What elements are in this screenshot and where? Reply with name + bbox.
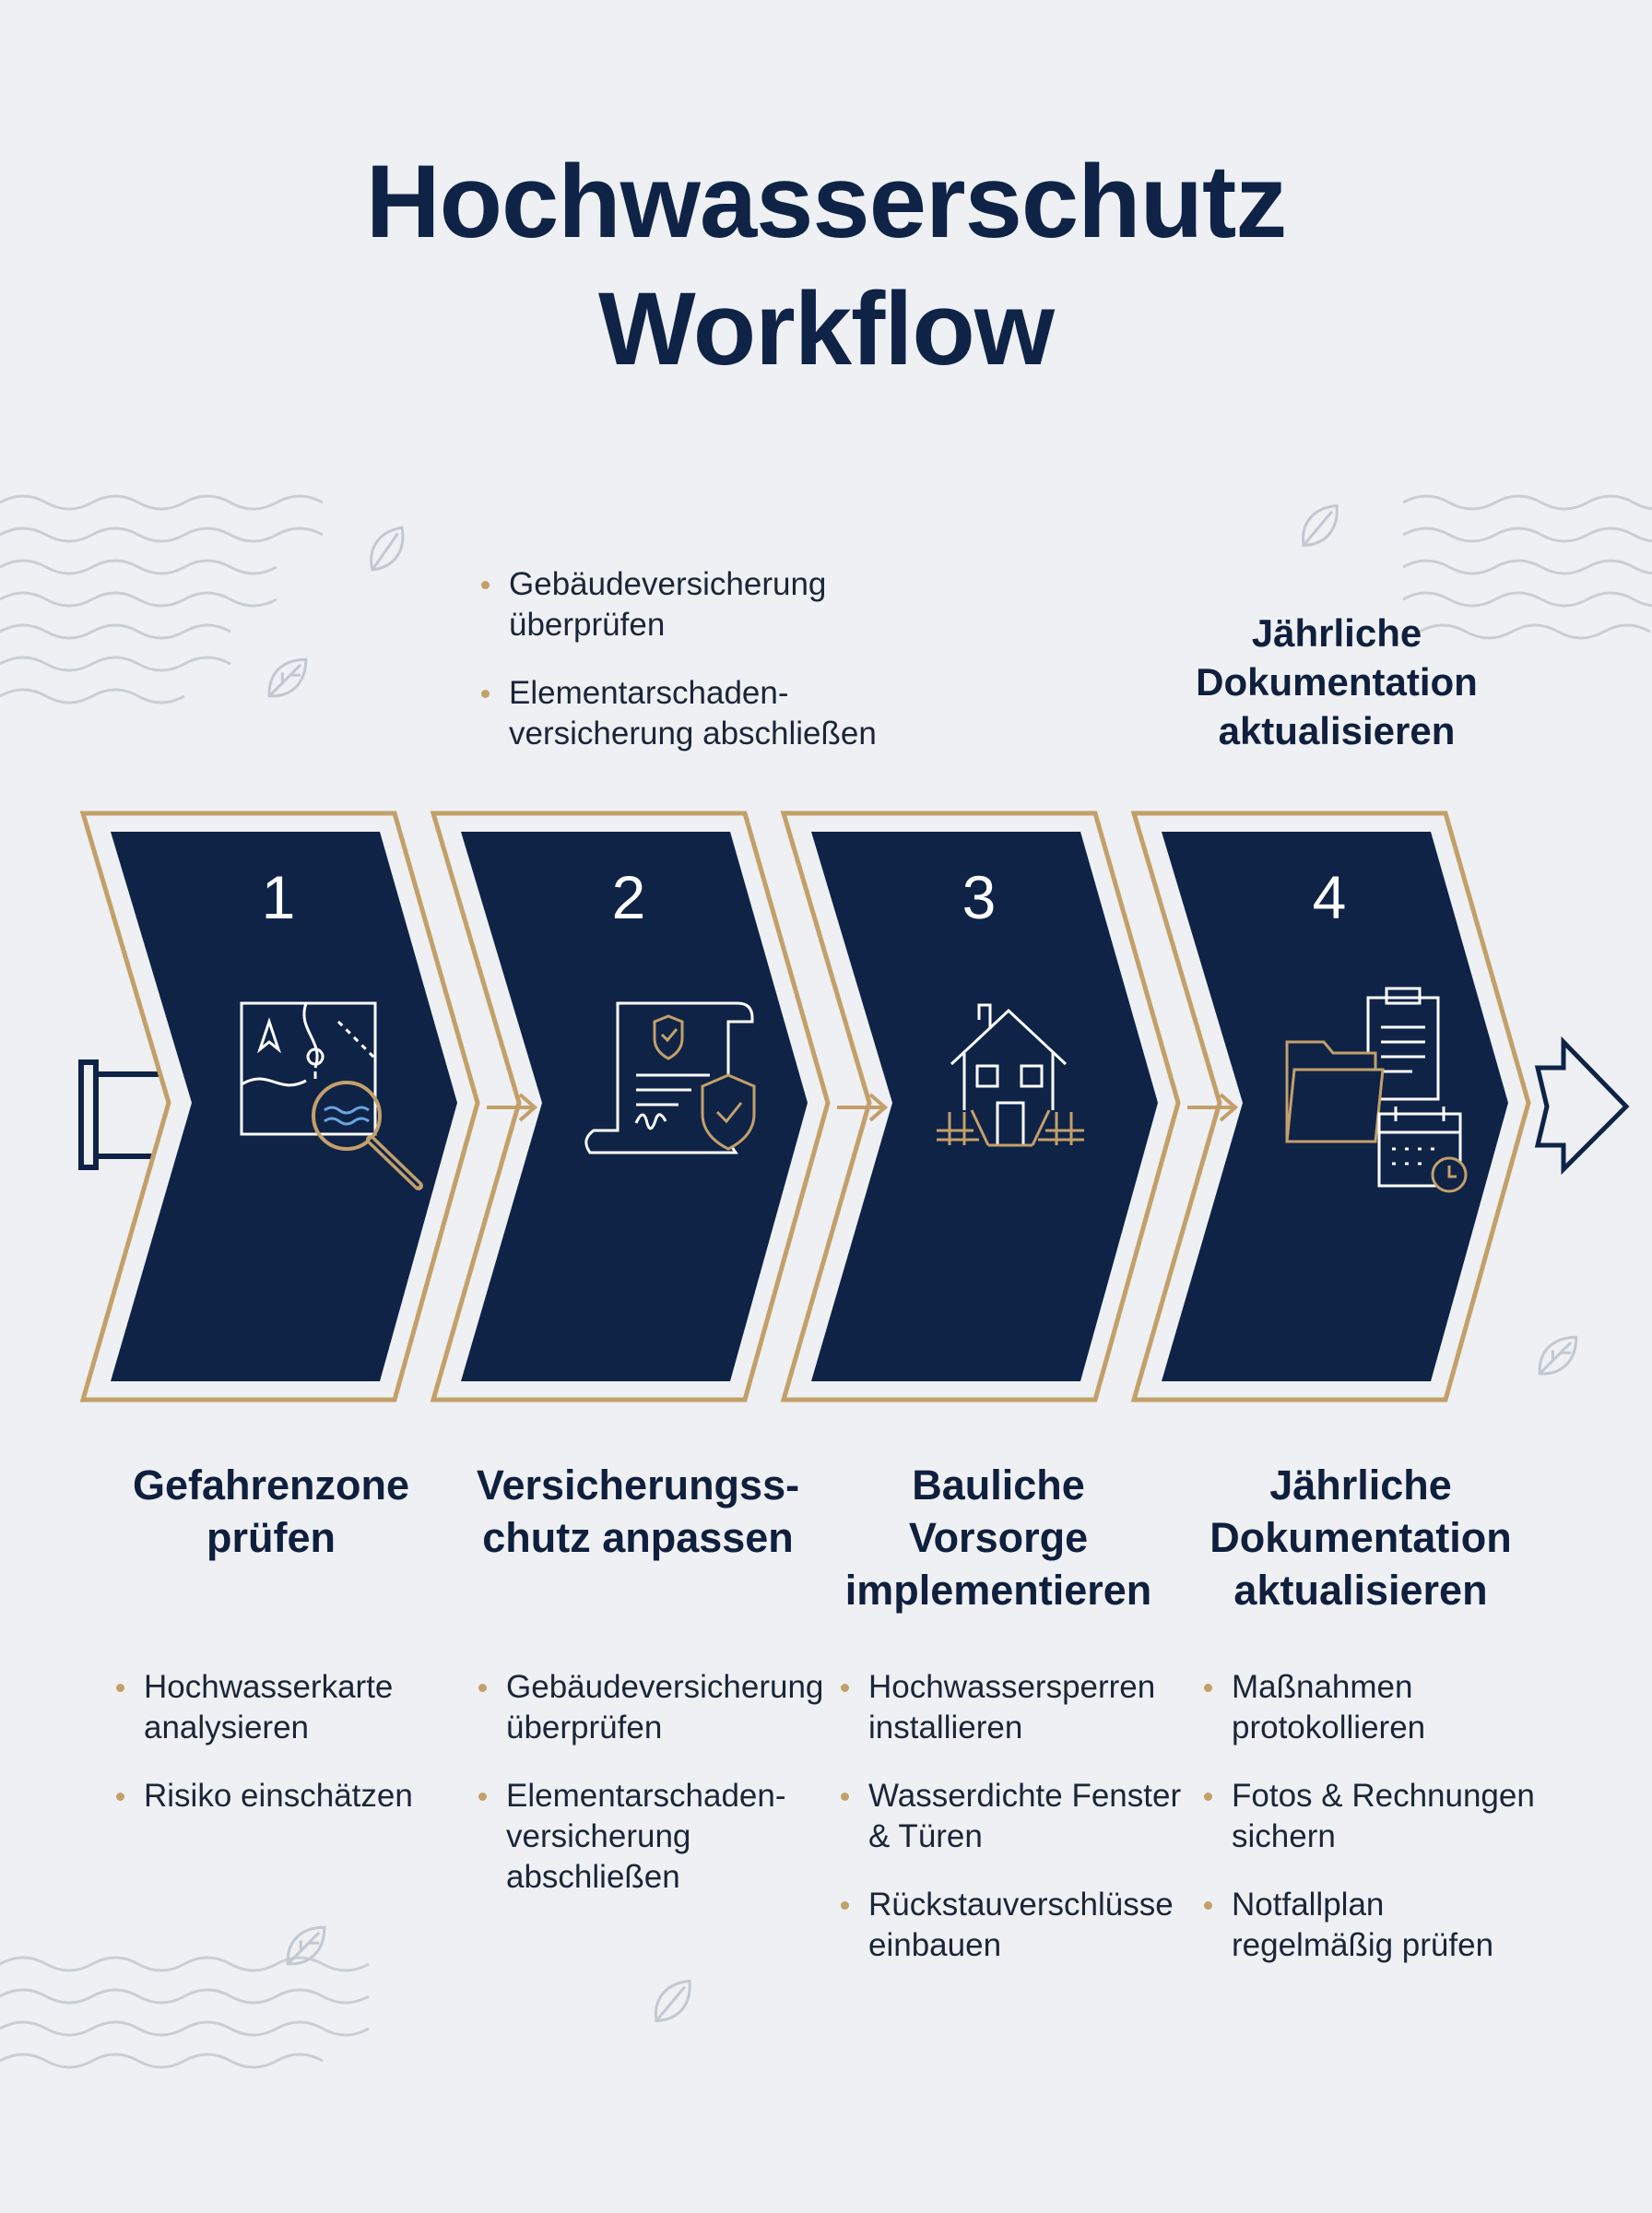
step-bullet: Notfallplan regelmäßig prüfen xyxy=(1202,1885,1552,1966)
step-bullets-4: Maßnahmen protokollieren Fotos & Rechnun… xyxy=(1202,1667,1552,1994)
exit-arrow-icon xyxy=(1534,1035,1630,1176)
flood-map-search-icon xyxy=(240,1001,423,1190)
step-heading-1: Gefahrenzone prüfen xyxy=(96,1459,446,1564)
step-bullet: Fotos & Rechnungen sichern xyxy=(1202,1776,1552,1857)
top-annotation-bullet: Elementarschaden-versicherung abschließe… xyxy=(479,673,903,754)
step-heading-2: Versicherungss- chutz anpassen xyxy=(463,1459,813,1564)
step-bullet: Risiko einschätzen xyxy=(114,1776,465,1817)
step-heading-line: chutz anpassen xyxy=(482,1514,794,1561)
top-annotation-bullet: Gebäudeversicherung überprüfen xyxy=(479,564,903,645)
step-bullet: Hochwassersperren installieren xyxy=(839,1667,1189,1748)
step-heading-line: Dokumentation xyxy=(1210,1514,1512,1561)
step-heading-line: prüfen xyxy=(206,1514,336,1561)
step-number-4: 4 xyxy=(1312,863,1347,931)
step-bullet: Wasserdichte Fenster & Türen xyxy=(839,1776,1189,1857)
top-heading-line: Jährliche xyxy=(1251,611,1422,655)
title-line-1: Hochwasserschutz xyxy=(365,144,1288,259)
step-bullet: Rückstauverschlüsse einbauen xyxy=(839,1885,1189,1966)
top-heading-line: aktualisieren xyxy=(1218,709,1456,752)
step-number-1: 1 xyxy=(261,863,296,931)
step-heading-line: aktualisieren xyxy=(1233,1567,1488,1614)
wave-lines-top-right xyxy=(1402,494,1652,640)
step-bullet: Gebäudeversicherung überprüfen xyxy=(477,1667,827,1748)
step-bullets-2: Gebäudeversicherung überprüfen Elementar… xyxy=(477,1667,827,1925)
leaf-icons xyxy=(267,503,1578,2022)
step-bullets-3: Hochwassersperren installieren Wasserdic… xyxy=(839,1667,1189,1994)
step-heading-line: Versicherungss- xyxy=(476,1462,800,1509)
step-heading-line: Vorsorge xyxy=(908,1514,1089,1561)
step-chevron-2 xyxy=(430,811,831,1402)
step-heading-4: Jährliche Dokumentation aktualisieren xyxy=(1186,1459,1536,1616)
step-heading-line: implementieren xyxy=(844,1567,1152,1614)
title-line-2: Workflow xyxy=(598,271,1055,386)
step-heading-line: Jährliche xyxy=(1269,1462,1452,1509)
step-bullet: Elementarschaden-versicherung abschließe… xyxy=(477,1776,827,1898)
step-bullet: Maßnahmen protokollieren xyxy=(1202,1667,1552,1748)
documents-calendar-icon xyxy=(1285,987,1468,1193)
connector-arrow-icon xyxy=(487,1093,1239,1122)
wave-lines-top-left xyxy=(0,494,324,704)
insurance-document-shield-icon xyxy=(584,1001,756,1154)
house-flood-barrier-icon xyxy=(937,1003,1084,1147)
step-heading-3: Bauliche Vorsorge implementieren xyxy=(823,1459,1174,1616)
step-bullets-1: Hochwasserkarte analysieren Risiko einsc… xyxy=(114,1667,465,1844)
step-number-2: 2 xyxy=(611,863,646,931)
step-chevron-1 xyxy=(79,811,480,1402)
top-annotation: Gebäudeversicherung überprüfen Elementar… xyxy=(479,564,903,782)
step-bullet: Hochwasserkarte analysieren xyxy=(114,1667,465,1748)
step-chevron-3 xyxy=(780,811,1181,1402)
step-heading-line: Gefahrenzone xyxy=(132,1462,410,1509)
step-heading-line: Bauliche xyxy=(912,1462,1085,1509)
top-heading-line: Dokumentation xyxy=(1196,660,1478,704)
step-number-3: 3 xyxy=(962,863,997,931)
page-title: Hochwasserschutz Workflow xyxy=(0,138,1652,393)
top-heading: Jährliche Dokumentation aktualisieren xyxy=(1134,609,1540,755)
